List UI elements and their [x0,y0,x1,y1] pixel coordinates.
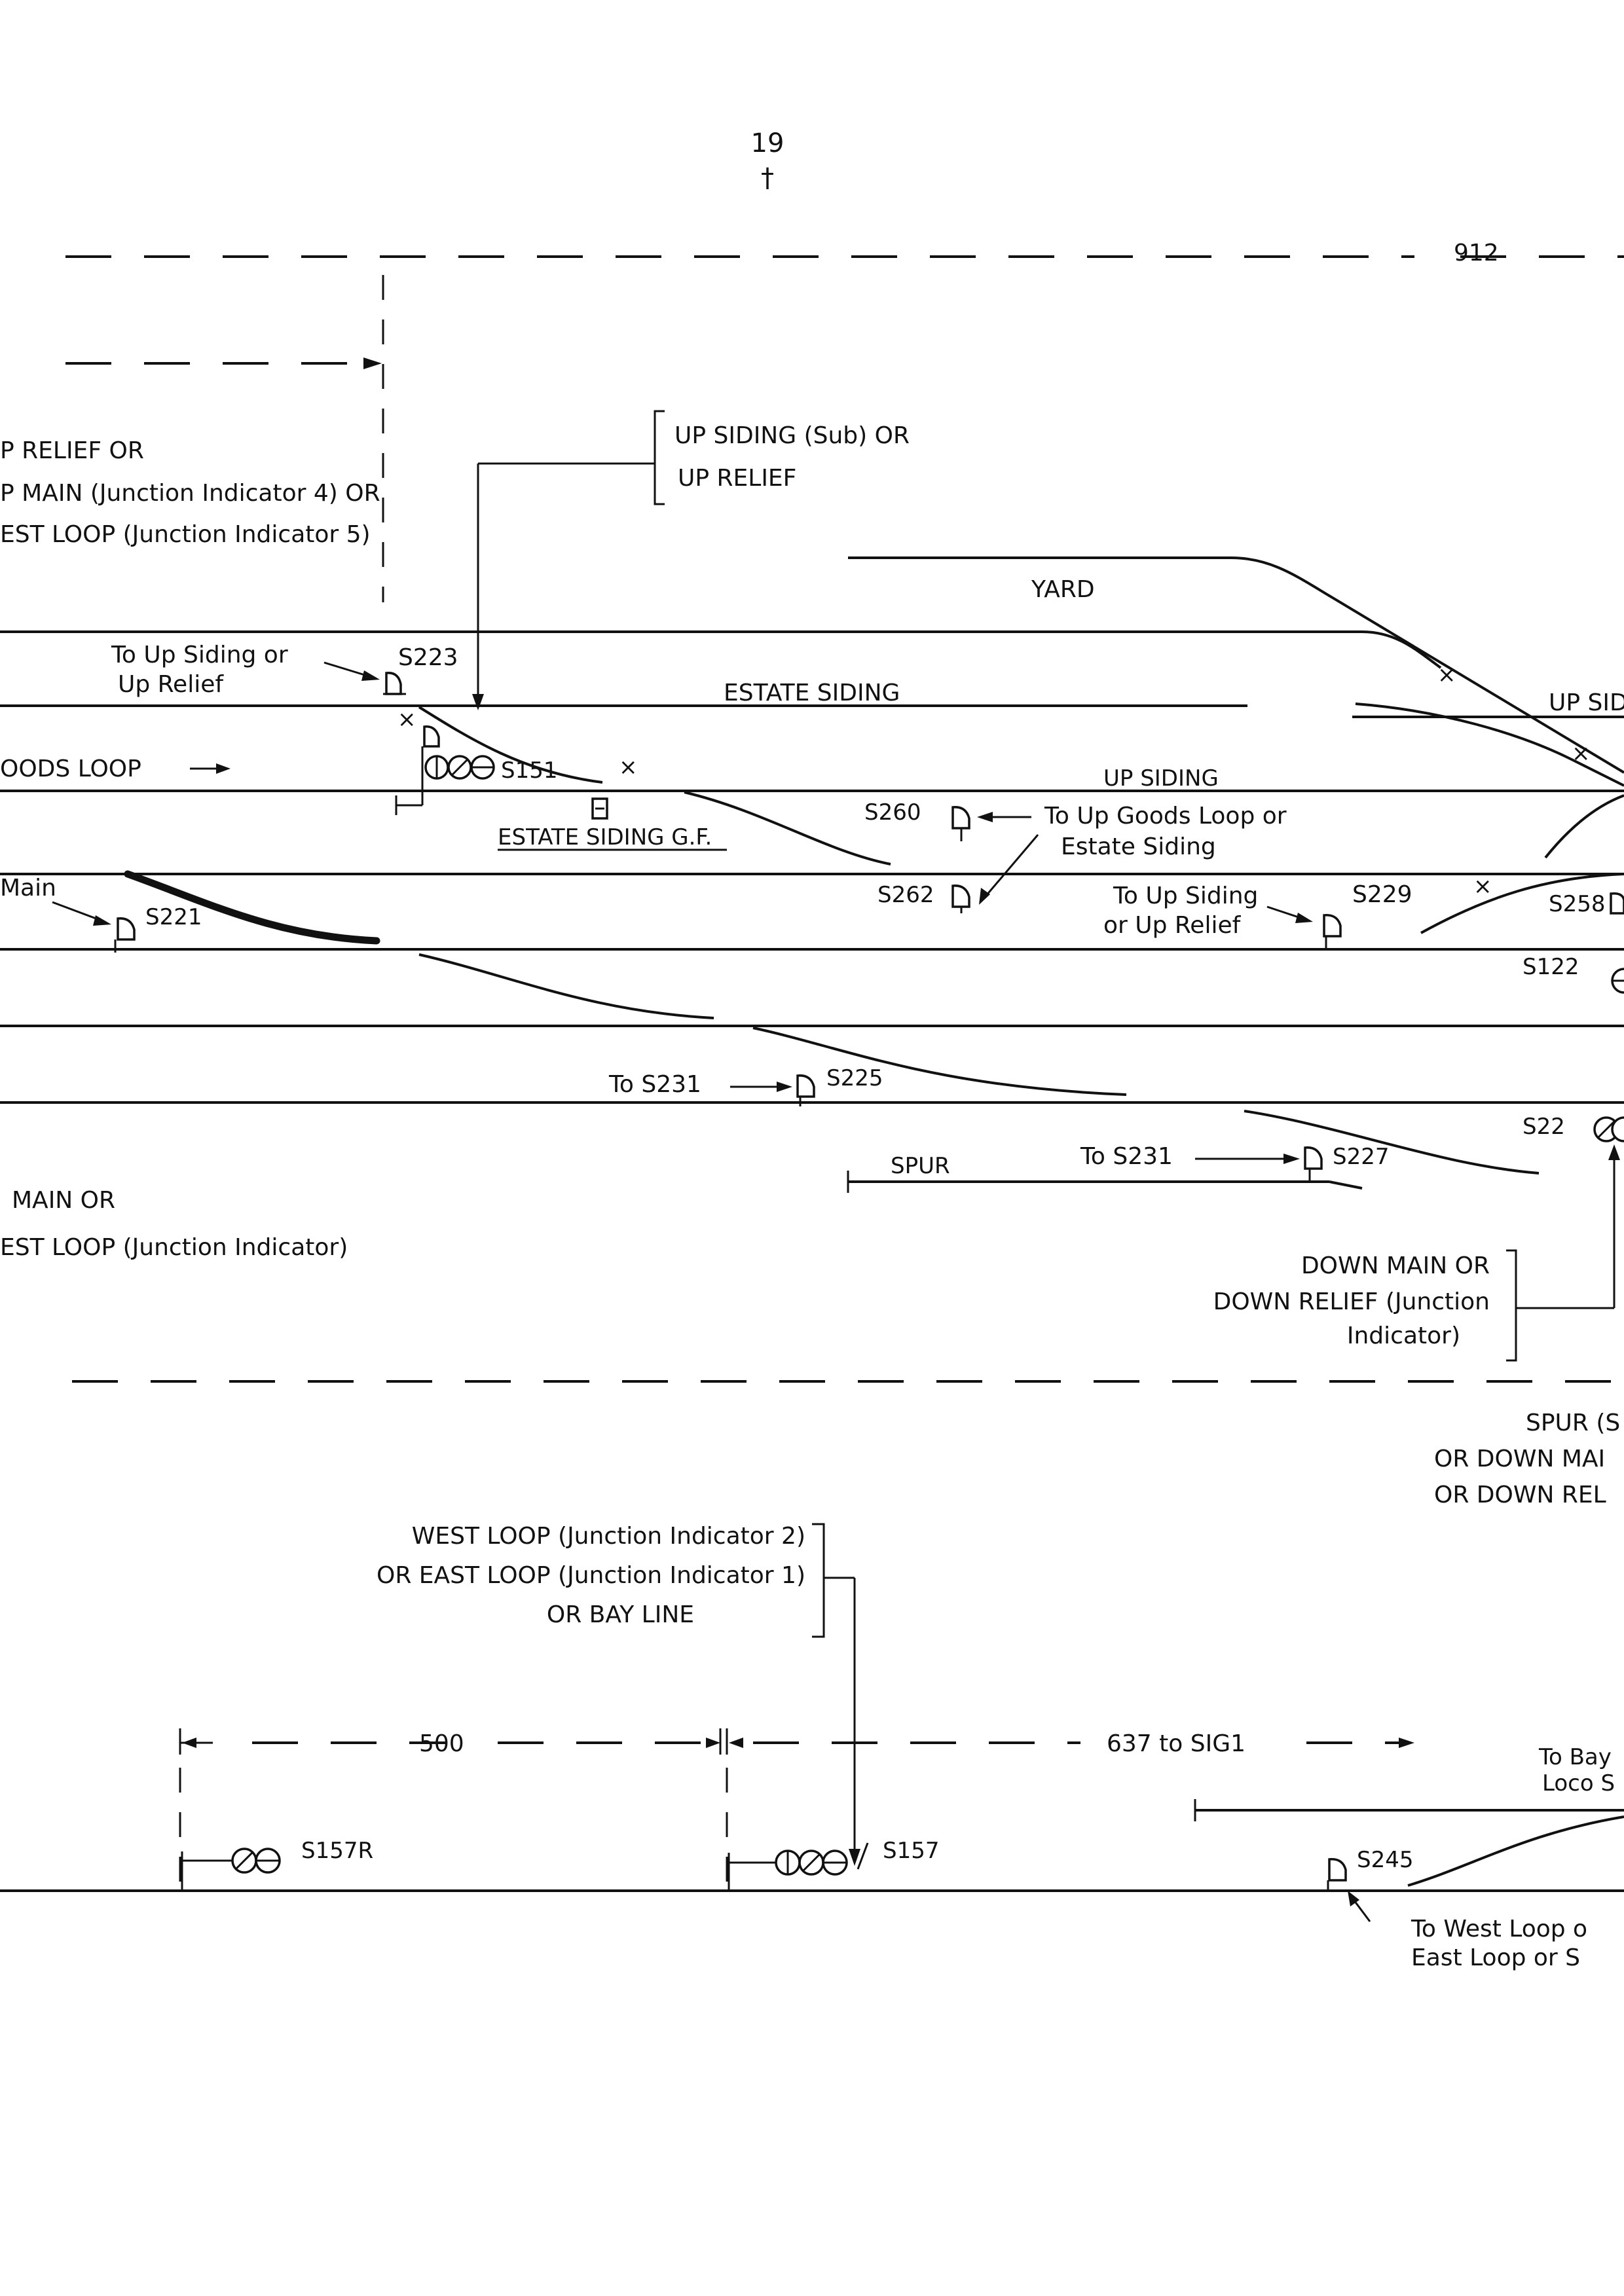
signal-s225: S225 [796,1065,883,1106]
svg-text:S157R: S157R [301,1838,373,1864]
svg-text:S157: S157 [883,1838,939,1864]
note-to-west-loop: To West Loop o East Loop or S [1348,1891,1587,1971]
signal-s245: S245 [1327,1847,1413,1891]
up-sid-label: UP SID [1549,689,1624,718]
svg-text:OR DOWN REL: OR DOWN REL [1434,1482,1606,1508]
svg-text:S262: S262 [877,882,934,908]
down-main-left: MAIN OR EST LOOP (Junction Indicator) [0,1187,348,1261]
svg-text:P RELIEF OR: P RELIEF OR [0,437,144,464]
svg-text:YARD: YARD [1031,576,1095,603]
page-cross-mark: † [761,163,774,193]
svg-text:EST LOOP (Junction Indicator 5: EST LOOP (Junction Indicator 5) [0,521,371,548]
svg-text:UP SIDING (Sub) OR: UP SIDING (Sub) OR [674,422,910,449]
svg-text:Main: Main [0,875,56,902]
svg-text:×: × [1437,662,1456,688]
goods-loop-label: OODS LOOP [0,756,231,782]
svg-text:MAIN OR: MAIN OR [12,1187,115,1214]
svg-text:ESTATE SIDING G.F.: ESTATE SIDING G.F. [498,824,712,850]
svg-text:To S231: To S231 [608,1071,701,1098]
svg-text:P MAIN (Junction Indicator 4): P MAIN (Junction Indicator 4) OR [0,480,380,507]
top-boundary: 912 [65,240,1624,266]
svg-text:To Up Siding: To Up Siding [1113,883,1258,909]
relief-arrow [65,357,382,369]
svg-text:S22: S22 [1522,1114,1565,1140]
svg-text:Indicator): Indicator) [1347,1322,1460,1349]
svg-text:SPUR: SPUR [891,1153,950,1179]
svg-text:S227: S227 [1333,1144,1389,1170]
svg-text:DOWN RELIEF (Junction: DOWN RELIEF (Junction [1213,1288,1490,1315]
yard-track: YARD [848,556,1624,774]
signal-s223: S223 [383,644,458,695]
svg-text:To West Loop o: To West Loop o [1411,1916,1587,1942]
svg-text:637 to SIG1: 637 to SIG1 [1107,1730,1246,1757]
dimension-500: 500 [179,1728,722,1757]
signal-s221: S221 [114,904,202,953]
svg-text:500: 500 [419,1730,464,1757]
svg-text:SPUR (S: SPUR (S [1526,1410,1620,1436]
boundary-label: 912 [1454,240,1499,266]
spur-track: SPUR [847,1153,1363,1193]
svg-text:Estate Siding: Estate Siding [1061,833,1216,860]
up-siding-sub-bracket: UP SIDING (Sub) OR UP RELIEF [472,410,910,710]
signal-s229: S229 [1323,881,1412,949]
svg-text:×: × [619,754,638,780]
svg-text:OR BAY LINE: OR BAY LINE [547,1601,694,1628]
svg-text:×: × [1572,740,1591,767]
svg-text:×: × [1473,873,1492,900]
svg-text:S225: S225 [826,1065,883,1091]
svg-text:OR DOWN MAI: OR DOWN MAI [1434,1446,1605,1472]
svg-text:S122: S122 [1522,954,1579,980]
signal-s260: S260 [864,799,970,841]
west-loop-group: WEST LOOP (Junction Indicator 2) OR EAST… [377,1523,860,1866]
svg-text:S260: S260 [864,799,921,826]
page-number: 19 [751,128,784,158]
svg-text:WEST LOOP (Junction Indicator: WEST LOOP (Junction Indicator 2) [412,1523,805,1550]
svg-text:S245: S245 [1357,1847,1413,1873]
note-to-up-goods-loop: To Up Goods Loop or Estate Siding [977,803,1287,905]
signal-s157r: S157R [181,1838,373,1891]
svg-text:UP RELIEF: UP RELIEF [678,465,796,492]
signal-s122: S122 [1522,954,1624,994]
main-label: Main [0,875,111,926]
svg-text:Up Relief: Up Relief [118,671,224,698]
note-to-up-siding-2: To Up Siding or Up Relief [1103,883,1313,939]
note-to-s231-b: To S231 [1080,1143,1300,1170]
svg-text:To Up Siding or: To Up Siding or [111,642,288,668]
down-main-right-bracket: DOWN MAIN OR DOWN RELIEF (Junction Indic… [1213,1144,1620,1362]
signal-s258: S258 [1549,891,1624,917]
estate-siding-label: ESTATE SIDING [724,680,900,706]
svg-text:To Bay: To Bay [1538,1744,1612,1770]
up-relief-group: P RELIEF OR P MAIN (Junction Indicator 4… [0,437,380,548]
svg-text:OODS LOOP: OODS LOOP [0,756,141,782]
signal-s22: S22 [1522,1114,1624,1142]
svg-text:To S231: To S231 [1080,1143,1173,1170]
svg-text:DOWN MAIN OR: DOWN MAIN OR [1301,1252,1490,1279]
svg-text:EST LOOP (Junction Indicator): EST LOOP (Junction Indicator) [0,1234,348,1261]
svg-text:OR EAST LOOP (Junction Indicat: OR EAST LOOP (Junction Indicator 1) [377,1562,805,1589]
note-to-s231-a: To S231 [608,1071,792,1098]
estate-siding-gf: ESTATE SIDING G.F. [498,797,727,851]
svg-text:S151: S151 [501,757,557,784]
signal-s262: S262 [877,882,970,913]
up-siding-label: UP SIDING [1103,765,1219,792]
signal-s157: S157 [728,1838,939,1891]
svg-text:S223: S223 [398,644,458,671]
svg-text:S221: S221 [145,904,202,930]
svg-text:S229: S229 [1352,881,1412,908]
signal-s151: S151 [395,725,557,815]
spur-right-group: SPUR (S OR DOWN MAI OR DOWN REL [1434,1410,1620,1508]
svg-text:East Loop or S: East Loop or S [1411,1944,1580,1971]
svg-text:Loco S: Loco S [1542,1770,1615,1796]
svg-text:To Up Goods Loop or: To Up Goods Loop or [1044,803,1287,829]
svg-text:UP SID: UP SID [1549,689,1624,716]
note-to-up-siding-1: To Up Siding or Up Relief [111,642,380,698]
svg-text:×: × [397,706,416,733]
note-to-bay: To Bay Loco S [1194,1744,1624,1821]
svg-text:or Up Relief: or Up Relief [1103,912,1242,939]
signal-s227: S227 [1304,1144,1389,1182]
dimension-637: 637 to SIG1 [726,1728,1414,1757]
svg-text:S258: S258 [1549,891,1605,917]
